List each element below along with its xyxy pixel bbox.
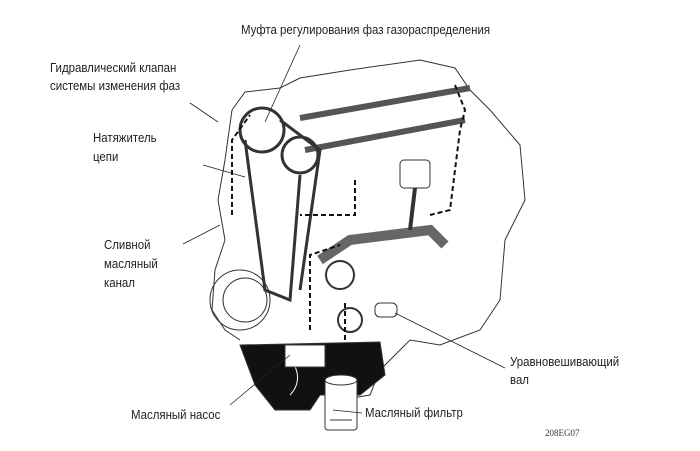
timing-chain [243,118,322,303]
label-hydraulic-valve-1: Гидравлический клапан [50,60,177,75]
leader-balance [394,312,506,369]
exhaust-camshaft [299,85,471,121]
label-drain-1: Сливной [104,237,151,252]
label-tensioner-1: Натяжитель [93,130,157,145]
leader-pump [229,354,291,406]
label-oil-filter: Масляный фильтр [365,405,463,420]
label-balance-shaft-1: Уравновешивающий [510,354,620,369]
label-hydraulic-valve-2: системы изменения фаз [50,78,181,93]
leader-tensioner [202,164,246,178]
cam-sprocket [280,135,320,175]
oil-filter [324,377,358,431]
vvt-sprocket [238,106,286,154]
crankshaft [317,224,449,265]
intake-camshaft [304,117,466,153]
piston [399,159,431,189]
leader-filter [332,409,363,414]
crank-pulley [209,269,271,331]
leader-hydraulic [189,102,219,123]
label-oil-pump: Масляный насос [131,407,221,422]
figure-code: 208EG07 [545,428,580,438]
label-balance-shaft-2: вал [510,372,529,387]
leader-vvt [264,44,301,123]
leader-drain [182,224,221,245]
balance-shaft [374,302,398,318]
label-tensioner-2: цепи [93,149,119,164]
label-vvt-coupling: Муфта регулирования фаз газораспределени… [241,22,491,37]
engine-block-outline [231,59,526,401]
label-drain-2: масляный [104,256,158,271]
label-drain-3: канал [104,275,135,290]
oil-pump [284,344,326,368]
